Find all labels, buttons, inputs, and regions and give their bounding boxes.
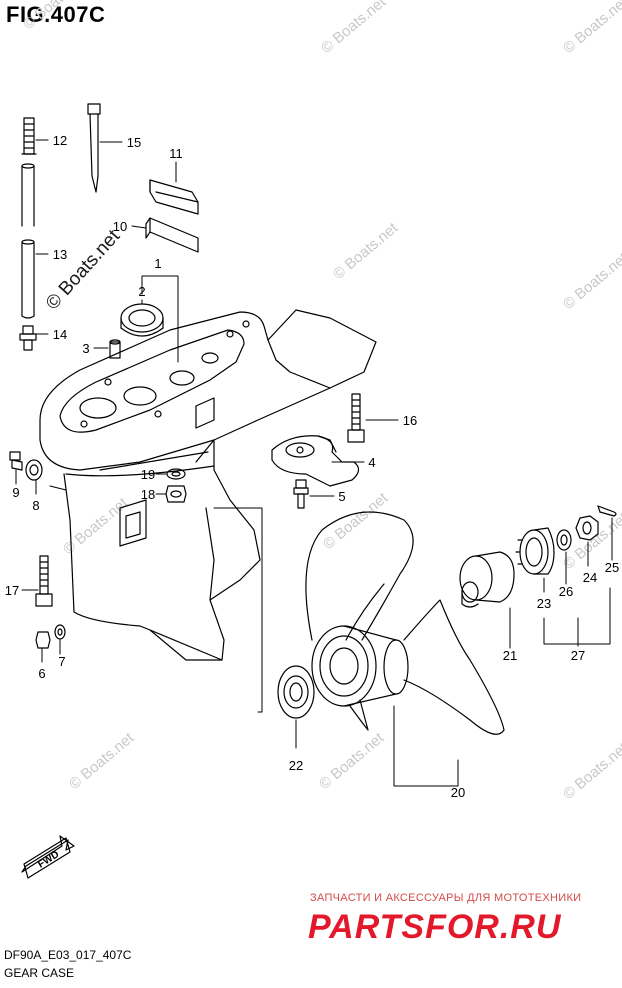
part-20-propeller bbox=[305, 511, 505, 735]
callout-8: 8 bbox=[32, 498, 39, 513]
callout-14: 14 bbox=[53, 327, 67, 342]
figure-code: DF90A_E03_017_407C bbox=[4, 948, 132, 962]
part-22-thrust-washer bbox=[277, 665, 315, 719]
callout-22: 22 bbox=[289, 758, 303, 773]
part-21-bushing bbox=[459, 551, 515, 608]
part-3-pin bbox=[109, 339, 121, 359]
callout-1: 1 bbox=[154, 256, 161, 271]
callout-2: 2 bbox=[138, 284, 145, 299]
callout-17: 17 bbox=[5, 583, 19, 598]
leader-lines bbox=[15, 139, 613, 787]
callout-23: 23 bbox=[537, 596, 551, 611]
fwd-label: FWD bbox=[36, 849, 61, 870]
part-23-spline-washer bbox=[515, 527, 555, 575]
figure-title: FIG.407C bbox=[6, 2, 106, 27]
callout-7: 7 bbox=[58, 654, 65, 669]
part-1-gear-case bbox=[39, 309, 377, 661]
shop-logo: PARTSFOR.RU bbox=[308, 908, 562, 946]
callout-9: 9 bbox=[12, 485, 19, 500]
part-14-grommet bbox=[19, 325, 37, 351]
part-24-nut bbox=[575, 515, 599, 541]
part-13-pipe bbox=[21, 163, 35, 319]
callout-21: 21 bbox=[503, 648, 517, 663]
callout-10: 10 bbox=[113, 219, 127, 234]
part-19-washer bbox=[166, 468, 186, 480]
callout-18: 18 bbox=[141, 487, 155, 502]
callout-6: 6 bbox=[38, 666, 45, 681]
part-5-bolt bbox=[293, 479, 309, 509]
callout-5: 5 bbox=[338, 489, 345, 504]
callout-4: 4 bbox=[368, 455, 375, 470]
part-7-gasket bbox=[54, 624, 66, 640]
shop-tagline: ЗАПЧАСТИ И АКСЕССУАРЫ ДЛЯ МОТОТЕХНИКИ bbox=[310, 892, 582, 904]
callout-25: 25 bbox=[605, 560, 619, 575]
callout-12: 12 bbox=[53, 133, 67, 148]
part-12-plug bbox=[21, 117, 37, 155]
part-8-spacer bbox=[25, 459, 43, 481]
callout-3: 3 bbox=[82, 341, 89, 356]
fwd-arrow bbox=[21, 835, 75, 879]
part-2-bearing bbox=[120, 303, 164, 337]
callout-13: 13 bbox=[53, 247, 67, 262]
callout-11: 11 bbox=[169, 146, 183, 161]
callout-19: 19 bbox=[141, 467, 155, 482]
figure-name: GEAR CASE bbox=[4, 966, 75, 980]
part-16-bolt bbox=[347, 393, 365, 443]
callout-26: 26 bbox=[559, 584, 573, 599]
callout-24: 24 bbox=[583, 570, 597, 585]
callout-15: 15 bbox=[127, 135, 141, 150]
callout-20: 20 bbox=[451, 785, 465, 800]
part-9-bolt bbox=[9, 451, 23, 471]
callout-27: 27 bbox=[571, 648, 585, 663]
part-6-plug bbox=[35, 631, 51, 649]
part-15-cable-tie bbox=[87, 103, 101, 193]
part-17-bolt bbox=[35, 555, 53, 607]
part-18-nut bbox=[165, 485, 187, 503]
part-10-plate bbox=[145, 217, 199, 253]
part-25-cotter-pin bbox=[597, 505, 617, 517]
part-26-washer bbox=[556, 529, 572, 551]
part-11-block bbox=[149, 179, 199, 215]
part-4-anode bbox=[271, 435, 360, 487]
callout-16: 16 bbox=[403, 413, 417, 428]
